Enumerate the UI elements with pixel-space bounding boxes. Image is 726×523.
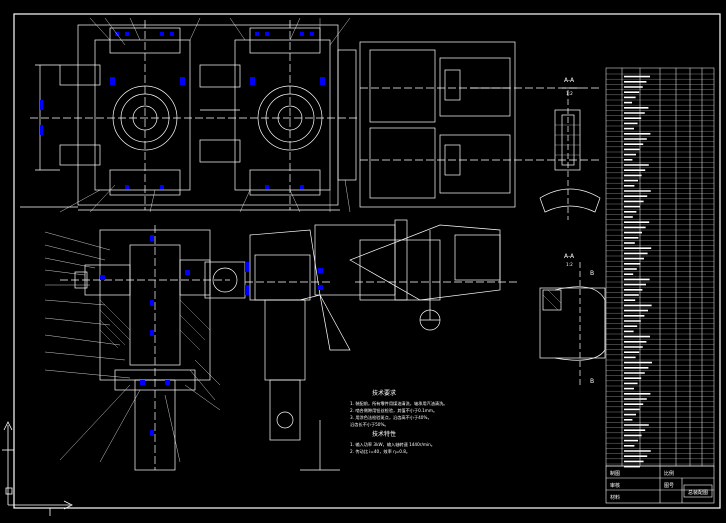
blue-details-top [40, 32, 325, 189]
blue-details-side [245, 262, 323, 295]
title-block-cell-1: 制图 [610, 470, 620, 477]
blue-details-section [100, 235, 190, 436]
section-b-scale: 1:2 [566, 262, 573, 267]
notes-line-1-2: 2. 啮合侧隙用铅丝检验，其值不小于0.1mm。 [350, 407, 437, 414]
section-view-left [60, 225, 246, 471]
section-b-b-view [539, 262, 606, 385]
notes-line-2-2: 2. 传动比 i=40，效率 η=0.8。 [350, 448, 410, 455]
section-a-label: A-A [564, 77, 575, 84]
side-label-b-bottom: B [590, 378, 594, 385]
notes-line-2-1: 1. 输入功率 3kW，输入轴转速 1440r/min。 [350, 441, 435, 448]
notes-line-1-4: 沿齿长不小于50%。 [350, 421, 389, 428]
notes-heading-2: 技术特性 [372, 430, 396, 438]
top-plan-view [20, 20, 360, 211]
section-b-label: A-A [564, 253, 575, 260]
notes-heading-1: 技术要求 [372, 389, 396, 397]
title-block-cell-3: 比例 [664, 470, 674, 477]
title-block-cell-2: 审核 [610, 482, 620, 489]
title-block [605, 465, 715, 504]
section-a-a-view [539, 87, 601, 220]
section-a-scale: 1:2 [566, 91, 573, 96]
notes-line-1-3: 3. 用涂色法检验斑点，沿齿高不小于40%， [350, 414, 432, 421]
leader-lines-top [59, 17, 351, 213]
title-block-drawing-name: 总装配图 [688, 489, 708, 496]
side-label-b-top: B [590, 270, 594, 277]
title-block-cell-4: 图号 [664, 483, 674, 489]
b-b-hatch [542, 289, 562, 311]
technical-notes: 技术要求 1. 装配前，所有零件用煤油清洗，轴承用汽油清洗。 2. 啮合侧隙用铅… [350, 389, 447, 455]
parts-list-table [605, 67, 715, 468]
right-mechanism-view [349, 219, 520, 331]
drawing-frame-outer [13, 13, 721, 509]
leader-lines-section [44, 231, 221, 463]
ucs-icon [3, 421, 73, 510]
title-block-cell-5: 材料 [610, 494, 620, 501]
a-a-hatch [555, 124, 580, 156]
motor-block [359, 41, 600, 208]
notes-line-1-1: 1. 装配前，所有零件用煤油清洗，轴承用汽油清洗。 [350, 400, 447, 407]
gearbox-side-view [245, 224, 396, 471]
